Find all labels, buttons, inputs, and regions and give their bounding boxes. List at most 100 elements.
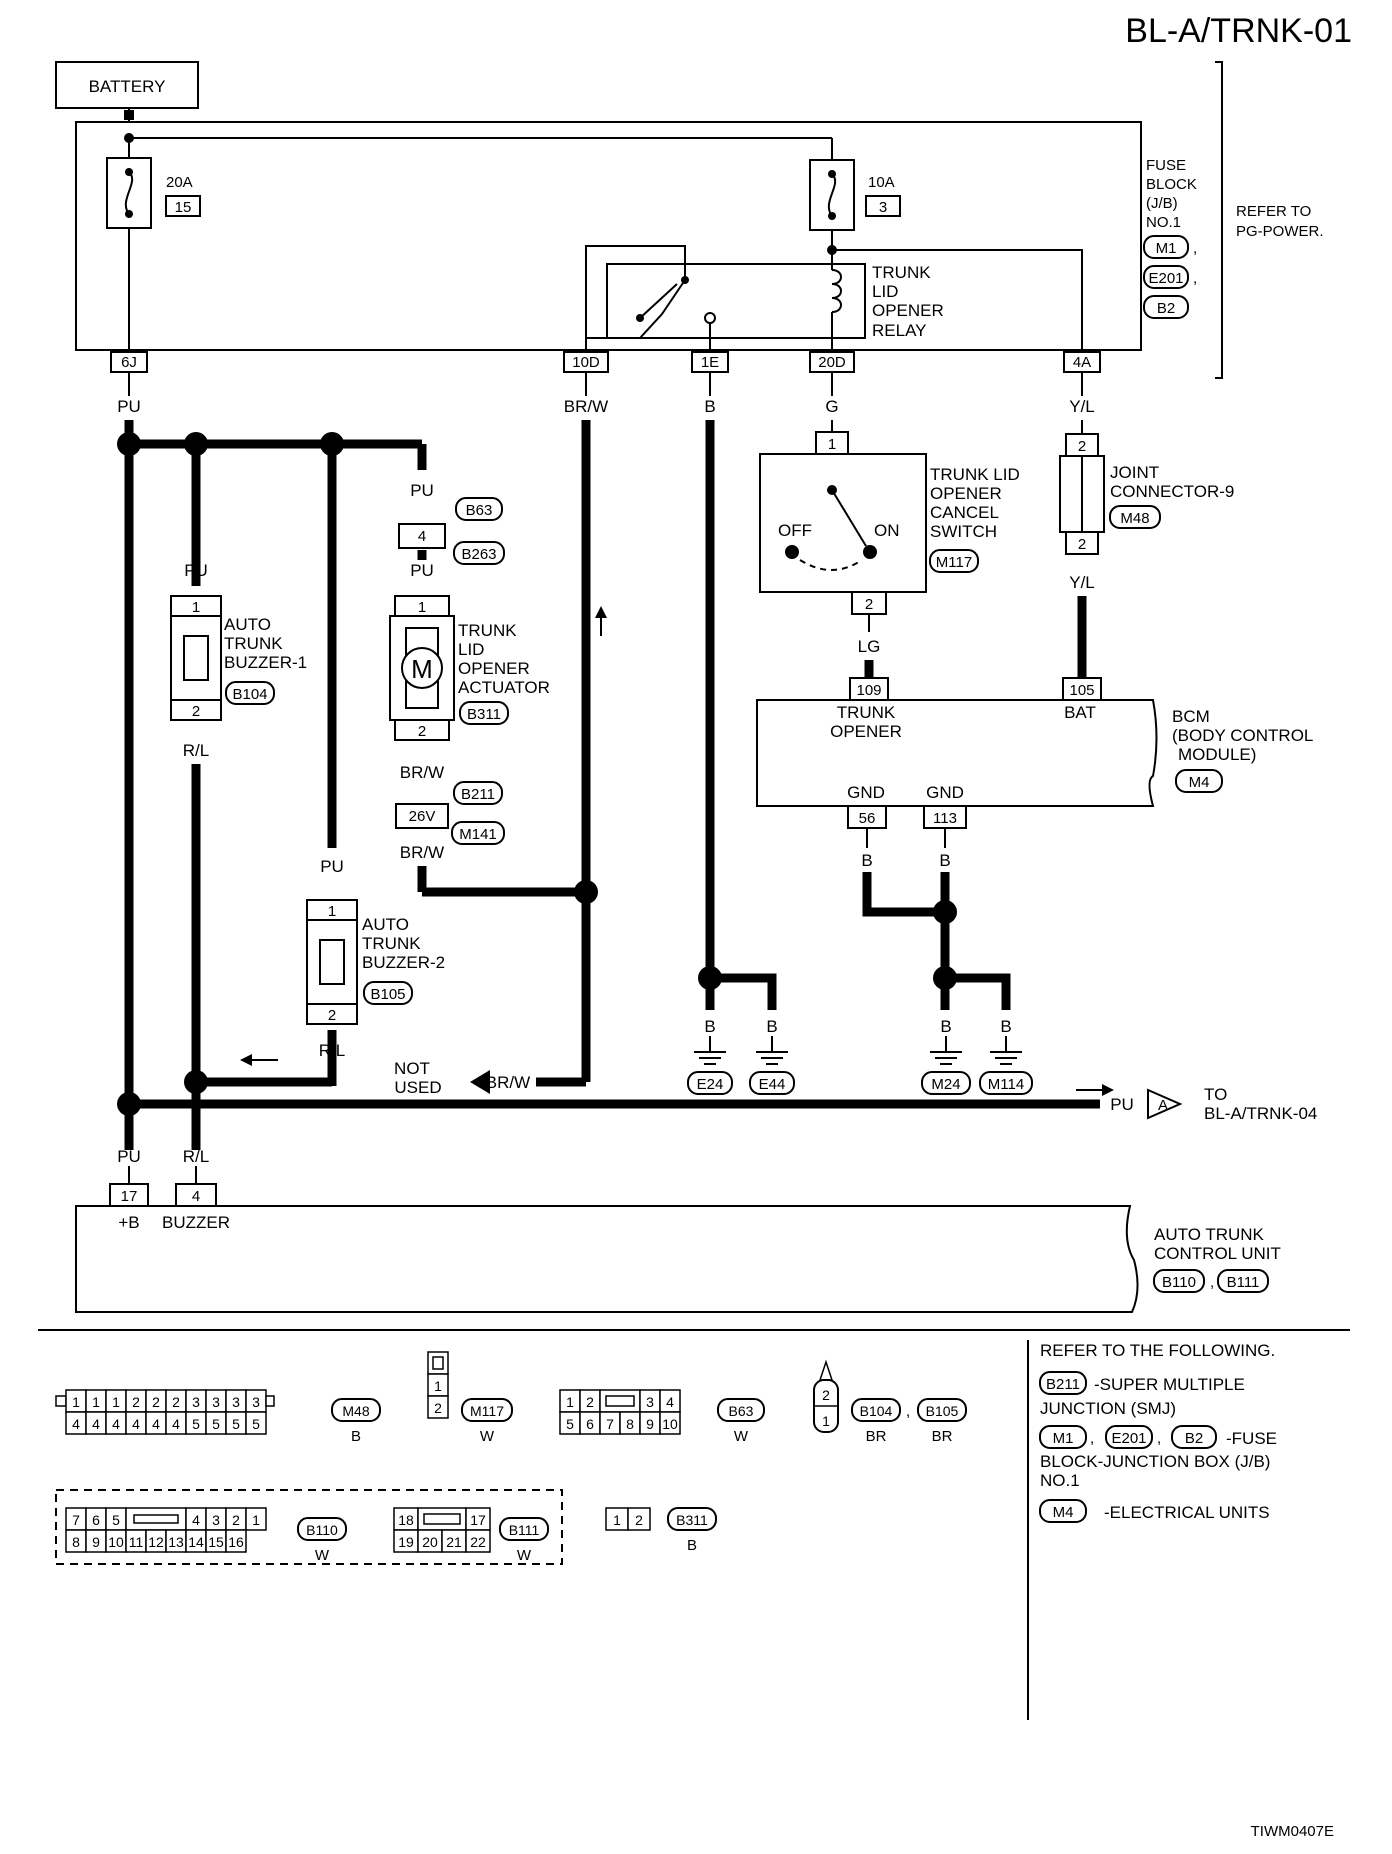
svg-text:AUTO: AUTO xyxy=(362,915,409,934)
m48-name: M48 xyxy=(342,1403,369,1419)
svg-text:B2: B2 xyxy=(1157,300,1175,317)
svg-text:,: , xyxy=(1193,240,1197,257)
wire-label-rl-buzzer2: R/L xyxy=(319,1041,345,1060)
svg-text:,: , xyxy=(1193,270,1197,287)
m48-bottom-pin-label: 4 xyxy=(132,1416,140,1432)
svg-text:-ELECTRICAL UNITS: -ELECTRICAL UNITS xyxy=(1104,1503,1270,1522)
svg-text:1: 1 xyxy=(328,903,336,920)
svg-text:2: 2 xyxy=(418,723,426,740)
bcm-gnd-label-2: GND xyxy=(926,783,964,802)
b110-pin-label: 15 xyxy=(208,1534,224,1550)
svg-text:M4: M4 xyxy=(1189,774,1210,791)
b311-name: B311 xyxy=(676,1512,708,1528)
m48-bottom-pin-label: 5 xyxy=(212,1416,220,1432)
b104-name: B104 xyxy=(860,1403,893,1419)
fuse2-rating: 10A xyxy=(868,174,895,191)
svg-text:TO: TO xyxy=(1204,1085,1227,1104)
b311-color: B xyxy=(687,1537,697,1554)
b63-color: W xyxy=(734,1428,749,1445)
m48-bottom-pin-label: 5 xyxy=(252,1416,260,1432)
m48-bottom-pin-label: 4 xyxy=(172,1416,180,1432)
fuse-terminal-1e: 1E xyxy=(691,351,729,373)
fuse2-number-box xyxy=(865,195,901,217)
b105-color: BR xyxy=(932,1428,953,1445)
svg-text:NO.1: NO.1 xyxy=(1146,214,1181,231)
svg-text:TRUNK: TRUNK xyxy=(872,263,931,282)
svg-text:PG-POWER.: PG-POWER. xyxy=(1236,223,1324,240)
b111-pin-label: 21 xyxy=(446,1534,462,1550)
svg-text:BLOCK-JUNCTION BOX (J/B): BLOCK-JUNCTION BOX (J/B) xyxy=(1040,1452,1270,1471)
trunk-lid-opener-actuator: 1 M 2 xyxy=(389,595,455,741)
bcm-bat-label: BAT xyxy=(1064,703,1096,722)
svg-text:,: , xyxy=(1210,1274,1214,1291)
svg-text:M4: M4 xyxy=(1053,1504,1074,1521)
bcm-trunk-label-1: TRUNK xyxy=(837,703,896,722)
m117-pin-label: 1 xyxy=(434,1378,442,1394)
not-used-label: NOT USED xyxy=(394,1059,442,1097)
svg-text:JUNCTION (SMJ): JUNCTION (SMJ) xyxy=(1040,1399,1176,1418)
svg-text:1: 1 xyxy=(828,436,836,453)
svg-text:B263: B263 xyxy=(461,546,496,563)
svg-text:E24: E24 xyxy=(697,1076,724,1093)
m48-top-pin-label: 3 xyxy=(192,1394,200,1410)
svg-text:CONTROL UNIT: CONTROL UNIT xyxy=(1154,1244,1281,1263)
m48-top-pin-label: 1 xyxy=(112,1394,120,1410)
fuse-block-bracket xyxy=(1215,61,1223,379)
svg-text:NOT: NOT xyxy=(394,1059,430,1078)
wire-label-pu-buzzer2: PU xyxy=(320,857,344,876)
svg-text:REFER TO THE FOLLOWING.: REFER TO THE FOLLOWING. xyxy=(1040,1341,1275,1360)
svg-text:E201: E201 xyxy=(1111,1430,1146,1447)
svg-text:2: 2 xyxy=(328,1007,336,1024)
buzzer1-label: AUTO TRUNK BUZZER-1 B104 xyxy=(224,615,307,705)
svg-text:113: 113 xyxy=(933,810,957,827)
wire-label-pu-actuator: PU xyxy=(410,561,434,580)
svg-text:,: , xyxy=(906,1403,910,1420)
svg-text:17: 17 xyxy=(121,1188,138,1205)
figure-id: TIWM0407E xyxy=(1251,1823,1334,1840)
b111-badge xyxy=(499,1517,549,1541)
pu-wiring xyxy=(117,420,1100,1150)
m117-pin-label: 2 xyxy=(434,1400,442,1416)
svg-text:109: 109 xyxy=(856,682,881,699)
svg-text:TRUNK: TRUNK xyxy=(224,634,283,653)
b110-pin-label: 6 xyxy=(92,1512,100,1528)
svg-text:M24: M24 xyxy=(931,1076,960,1093)
cancel-switch-label: TRUNK LID OPENER CANCEL SWITCH M117 xyxy=(929,465,1020,573)
svg-text:M1: M1 xyxy=(1053,1430,1074,1447)
b111-pin-label: 22 xyxy=(470,1534,486,1550)
wire-label-rl-buzzer1: R/L xyxy=(183,741,209,760)
wire-label-b-gnd56: B xyxy=(861,851,872,870)
b110-pin-label: 11 xyxy=(129,1534,144,1550)
auto-trunk-buzzer-1: 1 2 xyxy=(170,595,222,721)
svg-text:ACTUATOR: ACTUATOR xyxy=(458,678,550,697)
m117-badge xyxy=(461,1398,513,1422)
fuse2-number: 3 xyxy=(879,199,887,216)
m48-top-pin-label: 1 xyxy=(92,1394,100,1410)
svg-text:B111: B111 xyxy=(1227,1274,1260,1291)
b110-pin-label: 9 xyxy=(92,1534,100,1550)
b63-pin-label: 9 xyxy=(646,1416,654,1432)
joint-connector-9: 2 2 xyxy=(1059,433,1105,555)
svg-text:RELAY: RELAY xyxy=(872,321,927,340)
fuse1-number-box xyxy=(165,195,201,217)
svg-text:FUSE: FUSE xyxy=(1146,157,1186,174)
battery-label: BATTERY xyxy=(89,77,166,96)
wire-label-rl-cu: R/L xyxy=(183,1147,209,1166)
b110-pin-label: 5 xyxy=(112,1512,120,1528)
svg-text:56: 56 xyxy=(859,810,876,827)
ground-wiring-e xyxy=(698,420,777,1010)
svg-text:TRUNK: TRUNK xyxy=(362,934,421,953)
battery-terminal xyxy=(124,110,134,120)
svg-text:6J: 6J xyxy=(121,354,137,371)
cu-pin-buzzer-label: BUZZER xyxy=(162,1213,230,1232)
b63-pin-label: 7 xyxy=(606,1416,614,1432)
svg-text:BCM: BCM xyxy=(1172,707,1210,726)
svg-text:B211: B211 xyxy=(1046,1376,1080,1393)
m48-top-pin-label: 2 xyxy=(132,1394,140,1410)
m48-top-pin-label: 2 xyxy=(172,1394,180,1410)
svg-text:AUTO TRUNK: AUTO TRUNK xyxy=(1154,1225,1265,1244)
